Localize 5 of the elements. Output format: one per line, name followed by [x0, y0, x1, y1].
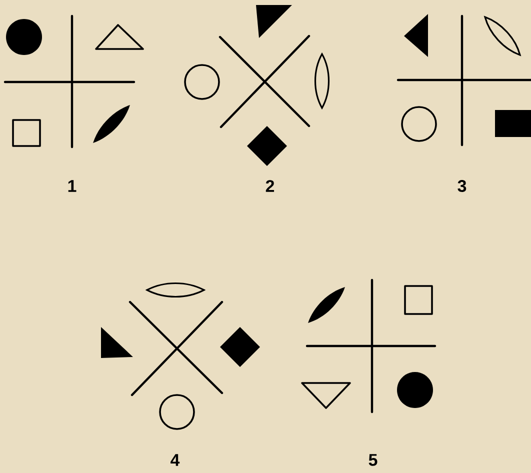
figure-number: 3	[458, 180, 466, 192]
figure-number: 1	[68, 180, 76, 192]
figure-number: 4	[170, 454, 180, 466]
figure-number: 5	[368, 454, 378, 466]
figure-number: 2	[266, 180, 274, 192]
